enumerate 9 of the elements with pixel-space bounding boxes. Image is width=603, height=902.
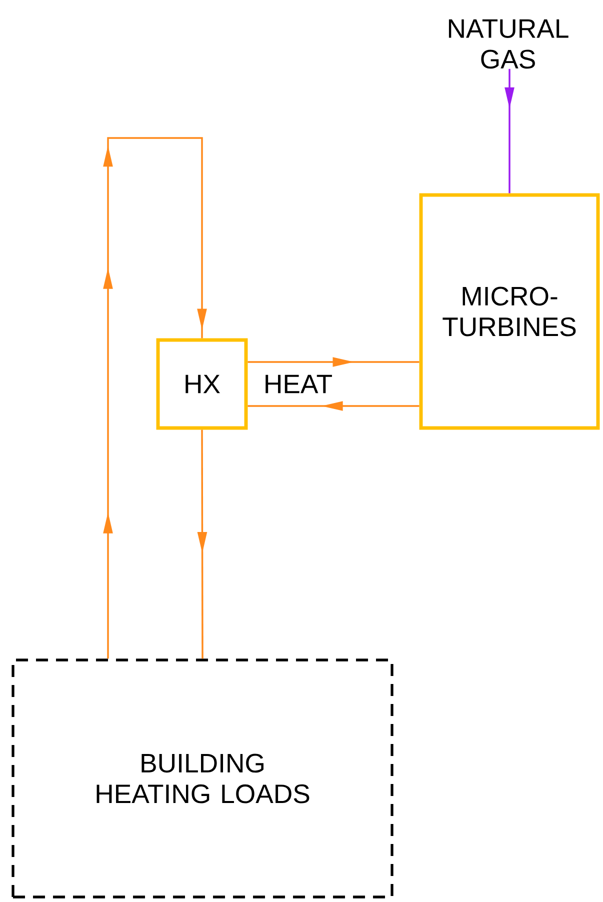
process-box: HX — [156, 338, 248, 430]
text-label: NATURAL GAS — [448, 19, 568, 69]
arrow — [504, 68, 514, 194]
load-box: BUILDING HEATING LOADS — [12, 658, 394, 898]
arrow — [248, 357, 420, 367]
arrow — [248, 401, 420, 411]
flow-label: HEAT — [266, 374, 332, 394]
process-box: MICRO- TURBINES — [419, 193, 600, 430]
arrow — [103, 137, 207, 659]
